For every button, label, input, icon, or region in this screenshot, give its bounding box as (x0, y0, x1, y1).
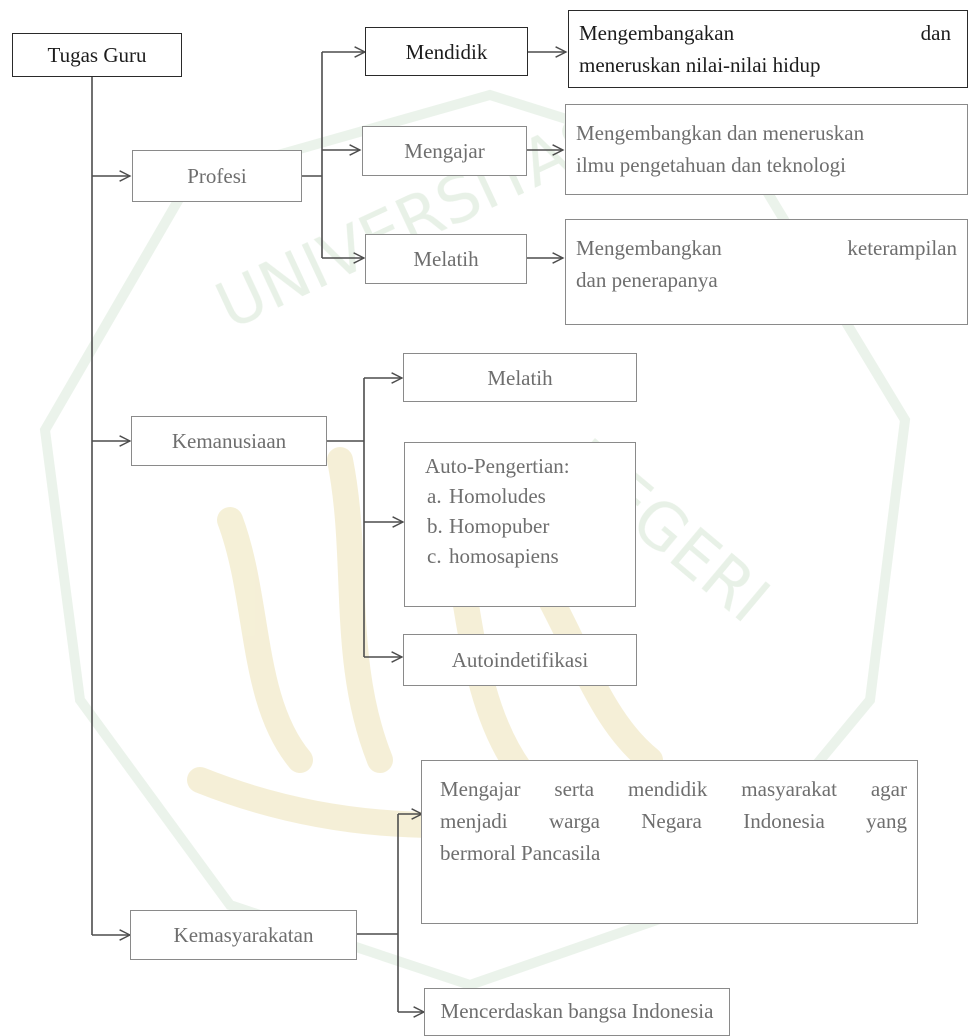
desc-melatih-profesi: Mengembangkan keterampilan dan penerapan… (565, 219, 968, 325)
item-c-marker: c. (427, 544, 442, 568)
item-a-marker: a. (427, 484, 442, 508)
desc-mendidik-line2: meneruskan nilai-nilai hidup (579, 53, 821, 77)
node-kemasyarakatan: Kemasyarakatan (130, 910, 357, 960)
item-a-text: Homoludes (449, 484, 546, 508)
node-mencerdaskan: Mencerdaskan bangsa Indonesia (424, 988, 730, 1036)
node-mendidik: Mendidik (365, 27, 528, 76)
desc-mendidik-word1: Mengembangakan (579, 21, 735, 45)
desc-melatih-word2: keterampilan (847, 236, 957, 260)
auto-pengertian-item-b: b.Homopuber (425, 511, 635, 541)
auto-pengertian-title: Auto-Pengertian: (425, 454, 570, 478)
item-c-text: homosapiens (449, 544, 559, 568)
desc-kemasyarakatan-line2: menjadi warga Negara Indonesia yang (440, 809, 907, 833)
desc-kemasyarakatan-line1: Mengajar serta mendidik masyarakat agar (440, 777, 907, 801)
auto-pengertian-item-c: c. homosapiens (425, 541, 635, 571)
desc-mengajar-line1: Mengembangkan dan meneruskan (576, 121, 865, 145)
node-auto-pengertian: Auto-Pengertian: a. Homoludes b.Homopuber… (404, 442, 636, 607)
node-melatih-profesi: Melatih (365, 234, 527, 284)
desc-mengajar: Mengembangkan dan meneruskan ilmu penget… (565, 104, 968, 195)
node-melatih-kemanusiaan: Melatih (403, 353, 637, 402)
desc-melatih-line1: Mengembangkan keterampilan (576, 232, 957, 264)
desc-mendidik: Mengembangakan dan meneruskan nilai-nila… (568, 10, 968, 88)
root-node: Tugas Guru (12, 33, 182, 77)
desc-melatih-word1: Mengembangkan (576, 236, 722, 260)
node-kemanusiaan: Kemanusiaan (131, 416, 327, 466)
node-mengajar: Mengajar (362, 126, 527, 176)
desc-mendidik-line1: Mengembangakan dan (579, 17, 951, 49)
node-autoindetifikasi: Autoindetifikasi (403, 634, 637, 686)
desc-mendidik-word2: dan (920, 21, 951, 45)
desc-mengajar-line2: ilmu pengetahuan dan teknologi (576, 153, 847, 177)
desc-kemasyarakatan-line3: bermoral Pancasila (440, 841, 601, 865)
item-b-marker: b. (427, 514, 443, 538)
auto-pengertian-item-a: a. Homoludes (425, 481, 635, 511)
desc-melatih-line2: dan penerapanya (576, 268, 718, 292)
desc-kemasyarakatan-1: Mengajar serta mendidik masyarakat agar … (421, 760, 918, 924)
item-b-text: Homopuber (449, 514, 550, 538)
node-profesi: Profesi (132, 150, 302, 202)
